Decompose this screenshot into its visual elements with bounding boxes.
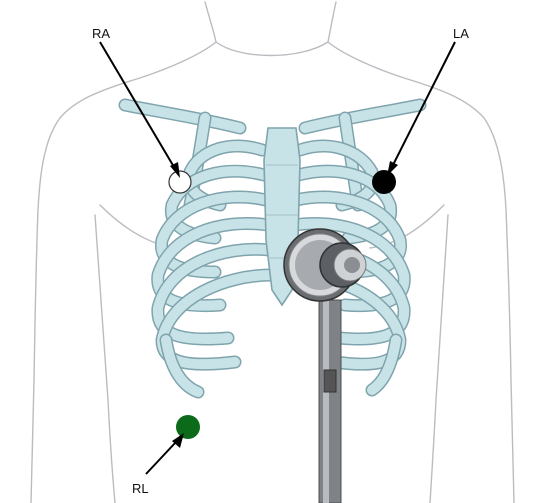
rib-cage-illustration bbox=[125, 105, 420, 392]
electrode-rl bbox=[176, 415, 200, 439]
label-la: LA bbox=[453, 26, 469, 41]
rl-leader-arrow bbox=[146, 433, 184, 474]
label-ra: RA bbox=[92, 26, 110, 41]
electrode-ra bbox=[169, 171, 191, 193]
electrode-la bbox=[372, 170, 396, 194]
label-rl: RL bbox=[132, 481, 149, 496]
